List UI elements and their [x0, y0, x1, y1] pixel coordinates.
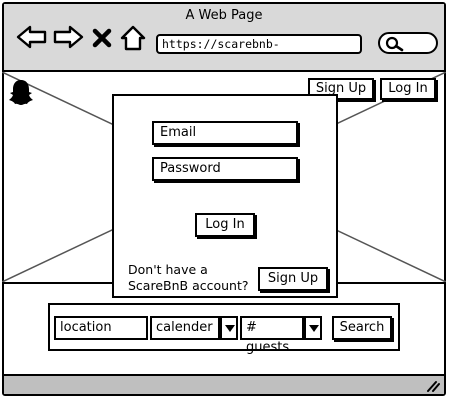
- signup-prompt-line2: ScareBnB account?: [128, 278, 249, 293]
- forward-arrow-icon[interactable]: [52, 24, 84, 50]
- search-icon: [385, 36, 404, 52]
- search-button[interactable]: Search: [332, 316, 392, 340]
- signup-prompt: Don't have a ScareBnB account?: [128, 262, 249, 294]
- signup-prompt-line1: Don't have a: [128, 262, 208, 277]
- browser-search-box[interactable]: [378, 32, 438, 54]
- chevron-down-icon: [225, 325, 235, 332]
- password-field[interactable]: Password: [152, 157, 298, 181]
- back-arrow-icon[interactable]: [16, 24, 48, 50]
- email-field[interactable]: Email: [152, 121, 298, 145]
- modal-signup-button[interactable]: Sign Up: [258, 267, 328, 291]
- resize-grip-icon[interactable]: [426, 380, 440, 392]
- login-button[interactable]: Log In: [380, 78, 436, 100]
- modal-login-button[interactable]: Log In: [195, 213, 255, 237]
- location-input[interactable]: location: [54, 316, 148, 340]
- snapchat-ghost-icon[interactable]: [8, 78, 34, 106]
- home-icon[interactable]: [120, 24, 146, 52]
- window-title: A Web Page: [185, 8, 263, 23]
- calendar-select[interactable]: calender: [150, 316, 220, 340]
- status-bar: [4, 374, 444, 394]
- chevron-down-icon: [309, 325, 319, 332]
- browser-toolbar: A Web Page https://scarebnb-: [4, 4, 444, 72]
- guests-dropdown-button[interactable]: [304, 316, 322, 340]
- guests-select[interactable]: # guests: [240, 316, 304, 355]
- close-x-icon[interactable]: [92, 28, 112, 48]
- calendar-dropdown-button[interactable]: [220, 316, 238, 340]
- address-bar[interactable]: https://scarebnb-: [156, 34, 362, 54]
